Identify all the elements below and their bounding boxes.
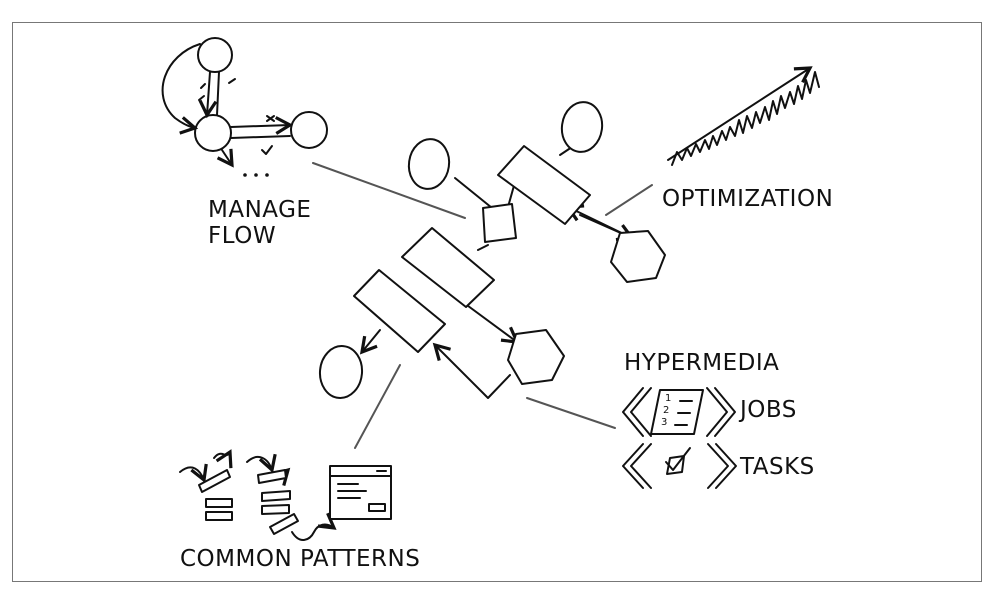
optimization-label: OPTIMIZATION xyxy=(662,186,834,212)
optimization-connector xyxy=(605,184,653,216)
jobs-doc-numbers: 1 2 3 xyxy=(661,393,672,429)
common-patterns-connector xyxy=(354,364,401,449)
manage-flow-connector xyxy=(312,162,466,219)
manage-flow-label-line1: MANAGE xyxy=(208,197,312,223)
optimization-graph-icon xyxy=(667,66,820,166)
manage-flow-icon xyxy=(161,37,328,177)
manage-flow-label-line2: FLOW xyxy=(208,223,277,250)
jobs-icon xyxy=(622,387,736,437)
central-workflow xyxy=(318,101,666,399)
jobs-label: JOBS xyxy=(740,397,797,423)
diagram-frame xyxy=(12,22,982,582)
manage-flow-label: MANAGE FLOW xyxy=(208,197,311,250)
jobs-doc-number-2: 2 xyxy=(663,405,670,416)
common-patterns-label: COMMON PATTERNS xyxy=(180,546,421,572)
tasks-label: TASKS xyxy=(740,454,815,480)
hypermedia-connector xyxy=(526,397,616,429)
tasks-icon xyxy=(622,443,737,489)
jobs-doc-number-1: 1 xyxy=(665,393,672,404)
hypermedia-label: HYPERMEDIA xyxy=(624,350,780,376)
jobs-doc-number-3: 3 xyxy=(661,417,668,428)
common-patterns-icons xyxy=(179,449,392,541)
